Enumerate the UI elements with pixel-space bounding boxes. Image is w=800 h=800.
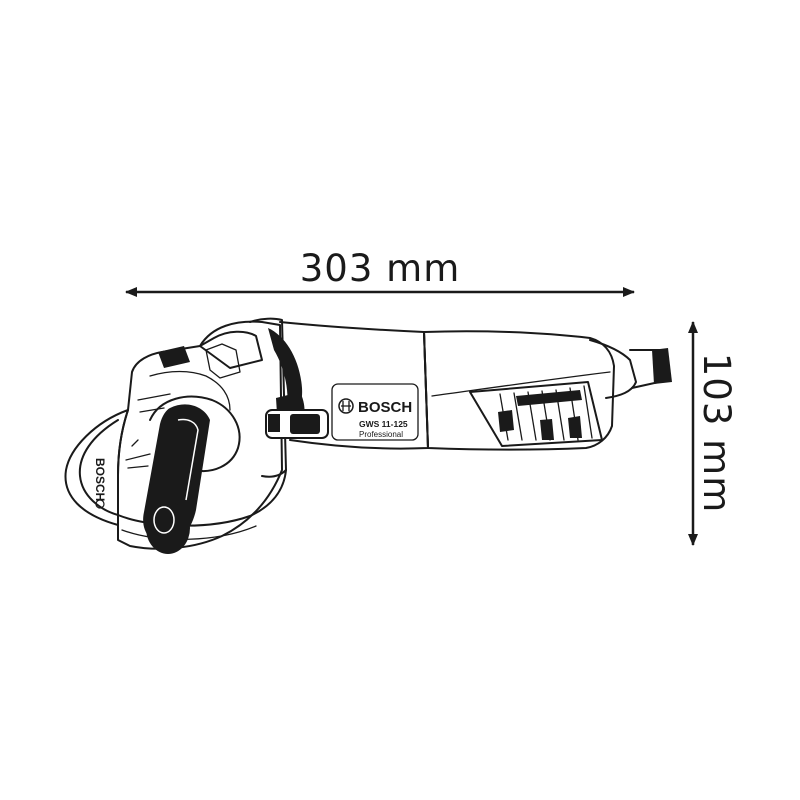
angle-grinder: BOSCH GWS 11-125 Professional BOSCH — [64, 317, 672, 554]
neck-collar — [249, 317, 287, 478]
vent-dark-top — [516, 390, 582, 406]
power-cord — [652, 348, 672, 384]
bosch-logo-armature — [341, 401, 351, 411]
handle-end-cap — [146, 502, 190, 554]
model-text: GWS 11-125 — [359, 419, 408, 429]
housing-contour — [431, 371, 611, 397]
switch-stop — [268, 414, 280, 432]
width-dimension: 303 mm — [125, 247, 635, 297]
rear-end-cap — [589, 339, 637, 399]
vent-frame — [469, 381, 603, 447]
handle-grip-highlight — [177, 418, 199, 501]
nameplate: BOSCH GWS 11-125 Professional — [331, 383, 419, 441]
head-ridge-inner — [205, 343, 241, 379]
motor-housing-rear — [423, 330, 615, 451]
width-dimension-label: 303 mm — [300, 247, 460, 290]
disc-brand-text: BOSCH — [93, 458, 107, 501]
base-rim — [121, 525, 257, 540]
vent-dark-left — [498, 410, 514, 432]
disc-brand-mark — [95, 499, 105, 509]
side-handle — [143, 395, 241, 554]
bosch-logo-ring — [338, 398, 354, 414]
spindle-cap — [158, 346, 190, 368]
housing-seam — [423, 331, 429, 449]
nameplate-frame — [331, 383, 419, 441]
vent-dark-right — [568, 416, 582, 438]
product-line-text: Professional — [359, 430, 403, 439]
base-flange — [117, 469, 287, 527]
handle-end-highlight — [153, 506, 175, 534]
height-dimension: 103 mm — [688, 321, 738, 546]
switch-slider — [290, 414, 320, 434]
head-top-ridge — [199, 330, 263, 369]
brand-text: BOSCH — [358, 399, 412, 416]
slide-switch — [265, 409, 329, 439]
head-inner-curve — [149, 370, 231, 411]
height-dimension-label: 103 mm — [695, 353, 738, 513]
handle-base-collar — [149, 395, 241, 472]
head-detail-lines — [125, 393, 171, 469]
vent-dark-mid — [540, 419, 554, 440]
vent-slots — [469, 381, 603, 447]
